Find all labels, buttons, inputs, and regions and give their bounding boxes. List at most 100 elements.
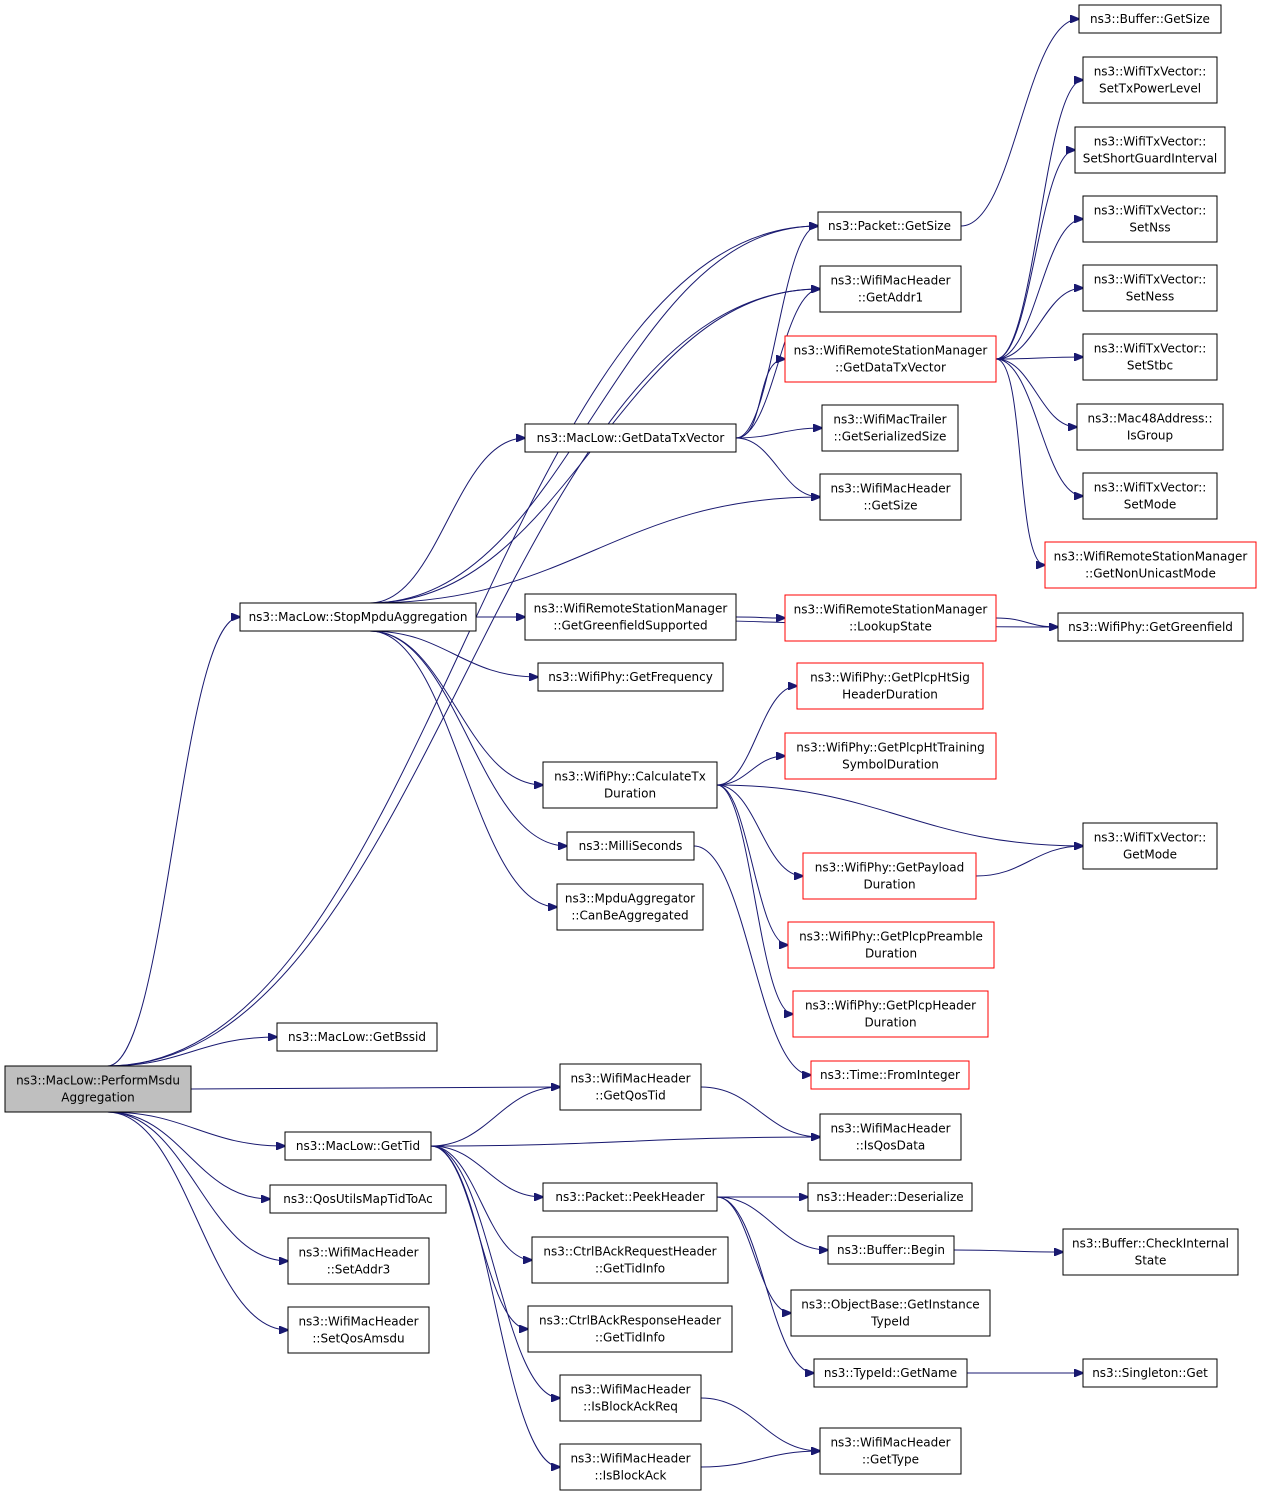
edge-calc_tx_dur-to-ht_training bbox=[716, 756, 785, 786]
node-set_addr3[interactable]: ns3::WifiMacHeader::SetAddr3 bbox=[287, 1237, 430, 1285]
edge-rsm_get_data_txv-to-set_mode bbox=[995, 358, 1083, 496]
node-buf_get_size[interactable]: ns3::Buffer::GetSize bbox=[1078, 4, 1222, 34]
node-box bbox=[1062, 1228, 1239, 1276]
node-phy_greenfield[interactable]: ns3::WifiPhy::GetGreenfield bbox=[1057, 612, 1244, 642]
node-get_gf_supported[interactable]: ns3::WifiRemoteStationManager::GetGreenf… bbox=[524, 593, 737, 641]
node-box bbox=[1074, 126, 1226, 174]
node-buf_begin[interactable]: ns3::Buffer::Begin bbox=[827, 1235, 955, 1265]
edge-get_tid-to-peek_header bbox=[430, 1145, 543, 1197]
node-box bbox=[276, 1022, 438, 1052]
edge-perform_msdu-to-packet_get_size bbox=[107, 226, 818, 1067]
node-set_stbc[interactable]: ns3::WifiTxVector::SetStbc bbox=[1082, 333, 1218, 381]
node-is_qos_data[interactable]: ns3::WifiMacHeader::IsQosData bbox=[819, 1113, 962, 1161]
node-non_unicast[interactable]: ns3::WifiRemoteStationManager::GetNonUni… bbox=[1044, 541, 1257, 589]
node-label: ns3::ObjectBase::GetInstance bbox=[801, 1298, 979, 1312]
node-ctrl_req_tid[interactable]: ns3::CtrlBAckRequestHeader::GetTidInfo bbox=[531, 1236, 729, 1284]
node-label: ns3::Packet::GetSize bbox=[828, 219, 951, 233]
node-get_frequency[interactable]: ns3::WifiPhy::GetFrequency bbox=[537, 662, 724, 692]
node-ctrl_resp_tid[interactable]: ns3::CtrlBAckResponseHeader::GetTidInfo bbox=[527, 1305, 733, 1353]
node-trailer_ser_size[interactable]: ns3::WifiMacTrailer::GetSerializedSize bbox=[821, 404, 959, 452]
node-can_be_agg[interactable]: ns3::MpduAggregator::CanBeAggregated bbox=[556, 883, 704, 931]
node-label: ns3::Buffer::Begin bbox=[837, 1243, 945, 1257]
node-ht_training[interactable]: ns3::WifiPhy::GetPlcpHtTrainingSymbolDur… bbox=[784, 732, 997, 780]
node-label: ::IsBlockAckReq bbox=[583, 1400, 678, 1414]
node-box bbox=[1082, 472, 1218, 520]
node-txv_get_mode[interactable]: ns3::WifiTxVector::GetMode bbox=[1082, 822, 1218, 870]
edge-get_data_txv-to-hdr_get_size bbox=[735, 437, 820, 497]
node-qos_map[interactable]: ns3::QosUtilsMapTidToAc bbox=[269, 1184, 447, 1214]
node-peek_header[interactable]: ns3::Packet::PeekHeader bbox=[542, 1182, 718, 1212]
node-get_addr1[interactable]: ns3::WifiMacHeader::GetAddr1 bbox=[819, 265, 962, 313]
node-from_integer[interactable]: ns3::Time::FromInteger bbox=[810, 1060, 970, 1090]
node-label: ns3::QosUtilsMapTidToAc bbox=[283, 1192, 433, 1206]
edge-perform_msdu-to-set_addr3 bbox=[107, 1111, 288, 1261]
node-lookup_state[interactable]: ns3::WifiRemoteStationManager::LookupSta… bbox=[784, 594, 997, 642]
node-get_tid[interactable]: ns3::MacLow::GetTid bbox=[284, 1131, 432, 1161]
node-get_qos_tid[interactable]: ns3::WifiMacHeader::GetQosTid bbox=[559, 1063, 702, 1111]
node-singleton_get[interactable]: ns3::Singleton::Get bbox=[1082, 1358, 1218, 1388]
edge-calc_tx_dur-to-plcp_hdr_dur bbox=[716, 784, 793, 1014]
node-deserialize[interactable]: ns3::Header::Deserialize bbox=[807, 1182, 973, 1212]
node-is_group[interactable]: ns3::Mac48Address::IsGroup bbox=[1076, 403, 1224, 451]
node-get_bssid[interactable]: ns3::MacLow::GetBssid bbox=[276, 1022, 438, 1052]
node-box bbox=[269, 1184, 447, 1214]
node-box bbox=[817, 211, 962, 241]
node-label: ::IsBlockAck bbox=[595, 1469, 667, 1483]
node-hdr_get_size[interactable]: ns3::WifiMacHeader::GetSize bbox=[819, 473, 962, 521]
node-box bbox=[556, 883, 704, 931]
node-label: HeaderDuration bbox=[842, 688, 938, 702]
node-label: ns3::MpduAggregator bbox=[565, 892, 695, 906]
node-label: ::GetDataTxVector bbox=[835, 361, 946, 375]
node-set_sgi[interactable]: ns3::WifiTxVector::SetShortGuardInterval bbox=[1074, 126, 1226, 174]
edge-get_tid-to-ctrl_req_tid bbox=[430, 1145, 532, 1260]
node-typeid_getname[interactable]: ns3::TypeId::GetName bbox=[813, 1358, 968, 1388]
node-label: ns3::WifiPhy::GetGreenfield bbox=[1068, 620, 1233, 634]
node-box bbox=[287, 1306, 430, 1354]
node-label: SetNess bbox=[1126, 290, 1175, 304]
node-label: ns3::WifiPhy::GetPayload bbox=[815, 861, 964, 875]
node-box bbox=[1078, 4, 1222, 34]
edge-peek_header-to-buf_begin bbox=[716, 1196, 828, 1250]
node-get_data_txv[interactable]: ns3::MacLow::GetDataTxVector bbox=[524, 423, 737, 453]
node-box bbox=[784, 732, 997, 780]
node-box bbox=[787, 921, 995, 969]
node-label: ns3::WifiTxVector:: bbox=[1094, 273, 1207, 287]
node-label: ns3::MacLow::StopMpduAggregation bbox=[249, 610, 468, 624]
node-label: ns3::MilliSeconds bbox=[579, 839, 683, 853]
edge-stop_mpdu-to-get_frequency bbox=[369, 630, 538, 677]
node-box bbox=[1082, 1358, 1218, 1388]
node-is_back_req[interactable]: ns3::WifiMacHeader::IsBlockAckReq bbox=[559, 1374, 702, 1422]
node-box bbox=[802, 852, 977, 900]
node-milliseconds[interactable]: ns3::MilliSeconds bbox=[566, 831, 695, 861]
edge-perform_msdu-to-stop_mpdu bbox=[107, 617, 240, 1067]
edge-rsm_get_data_txv-to-is_group bbox=[995, 358, 1077, 427]
node-stop_mpdu[interactable]: ns3::MacLow::StopMpduAggregation bbox=[239, 602, 477, 632]
node-box bbox=[810, 1060, 970, 1090]
edge-perform_msdu-to-get_tid bbox=[107, 1111, 285, 1146]
edge-get_tid-to-is_qos_data bbox=[430, 1137, 820, 1147]
node-packet_get_size[interactable]: ns3::Packet::GetSize bbox=[817, 211, 962, 241]
node-set_mode[interactable]: ns3::WifiTxVector::SetMode bbox=[1082, 472, 1218, 520]
node-set_ness[interactable]: ns3::WifiTxVector::SetNess bbox=[1082, 264, 1218, 312]
edge-calc_tx_dur-to-ht_sig bbox=[716, 686, 797, 786]
node-label: ns3::WifiMacHeader bbox=[570, 1072, 690, 1086]
node-hdr_get_type[interactable]: ns3::WifiMacHeader::GetType bbox=[819, 1427, 962, 1475]
node-rsm_get_data_txv[interactable]: ns3::WifiRemoteStationManager::GetDataTx… bbox=[784, 335, 997, 383]
node-set_qos_amsdu[interactable]: ns3::WifiMacHeader::SetQosAmsdu bbox=[287, 1306, 430, 1354]
node-set_tx_power[interactable]: ns3::WifiTxVector::SetTxPowerLevel bbox=[1082, 56, 1218, 104]
edge-get_qos_tid-to-is_qos_data bbox=[700, 1086, 820, 1137]
node-is_back[interactable]: ns3::WifiMacHeader::IsBlockAck bbox=[559, 1443, 702, 1491]
edge-calc_tx_dur-to-preamble_dur bbox=[716, 784, 788, 945]
node-label: ::GetSerializedSize bbox=[834, 430, 947, 444]
node-label: ns3::WifiMacHeader bbox=[570, 1452, 690, 1466]
node-label: Duration bbox=[865, 947, 917, 961]
node-set_nss[interactable]: ns3::WifiTxVector::SetNss bbox=[1082, 195, 1218, 243]
